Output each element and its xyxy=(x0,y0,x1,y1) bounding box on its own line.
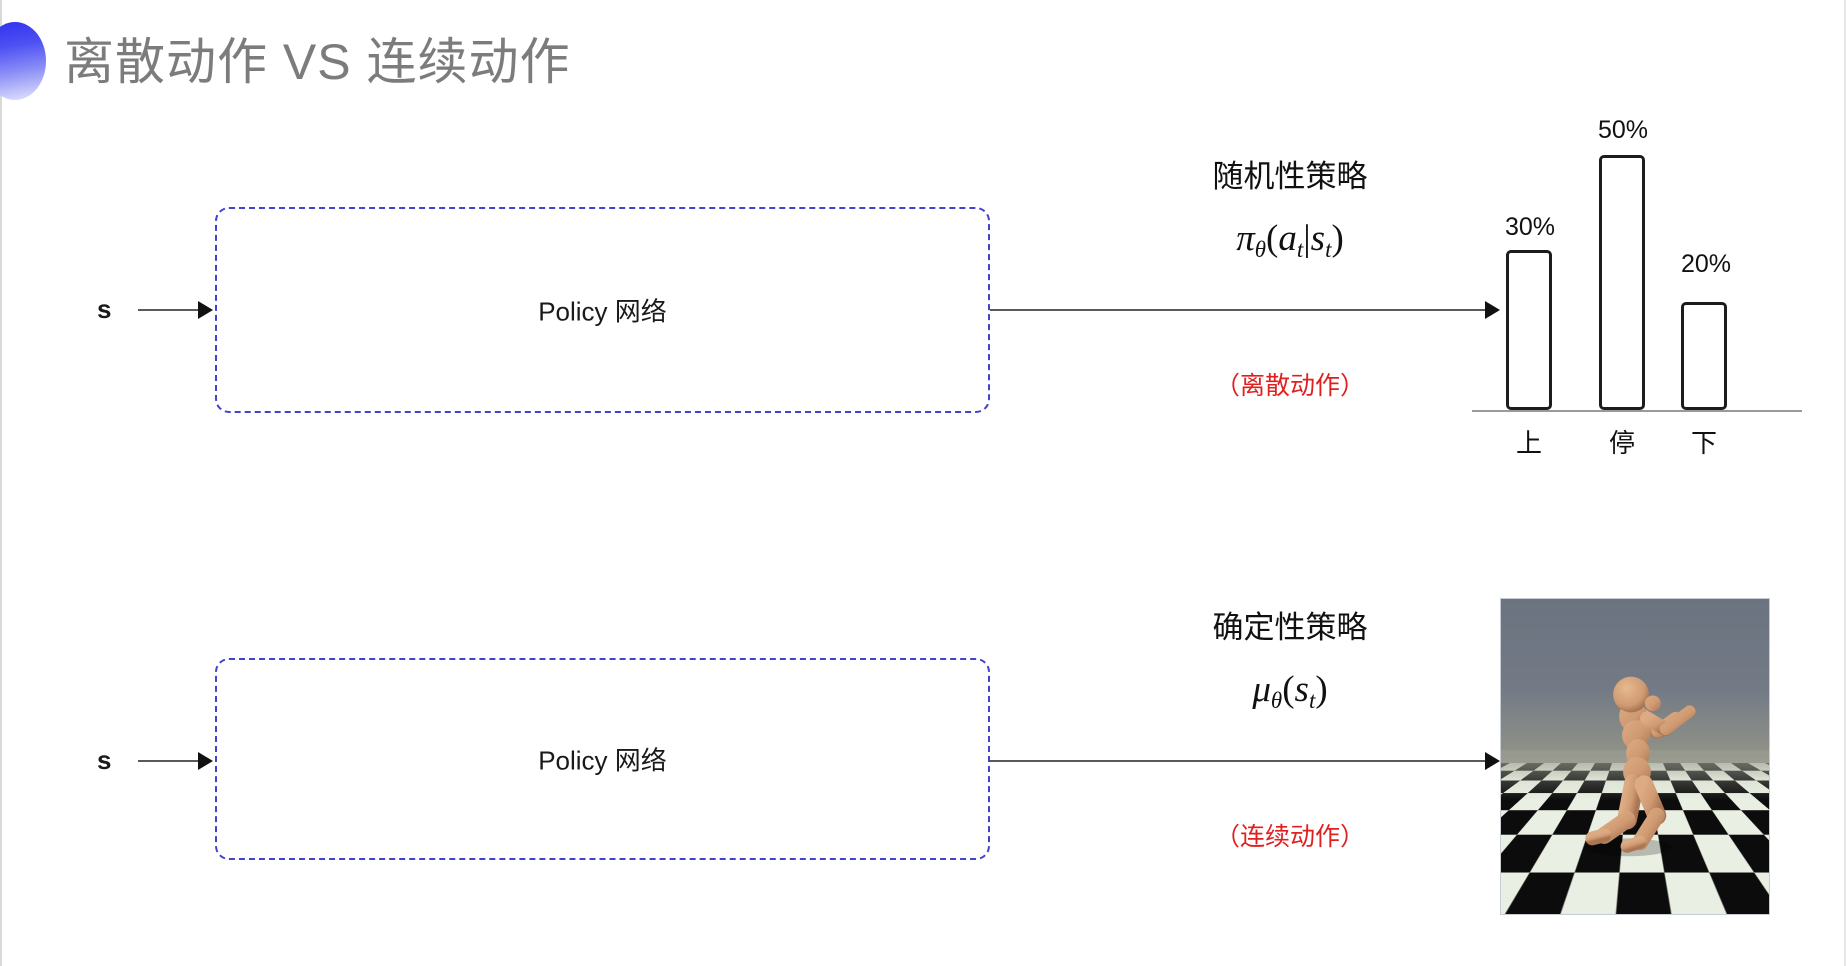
formula-pi-symbol: π xyxy=(1236,218,1255,259)
formula-open-paren: ( xyxy=(1266,218,1279,259)
formula-state-symbol: s xyxy=(1310,218,1326,259)
formula-open-paren: ( xyxy=(1282,669,1295,710)
policy-formula-row1: πθ(at|st) xyxy=(1120,215,1460,274)
action-type-note-row1: （离散动作） xyxy=(1214,372,1365,400)
annotation-block-row2: 确定性策略 μθ(st) xyxy=(1120,608,1460,725)
input-arrow-line-row2 xyxy=(138,760,200,762)
formula-theta-subscript: θ xyxy=(1270,687,1283,713)
policy-network-label-row1: Policy 网络 xyxy=(538,296,667,327)
bar-value-label: 30% xyxy=(1504,213,1556,241)
output-arrow-line-row2 xyxy=(990,760,1487,762)
state-input-label-row2: s xyxy=(97,745,112,775)
page-title: 离散动作 VS 连续动作 xyxy=(64,34,571,90)
bar-category-label: 上 xyxy=(1515,428,1542,458)
formula-state-symbol: s xyxy=(1294,669,1309,710)
formula-theta-subscript: θ xyxy=(1254,236,1267,262)
policy-network-box-row2[interactable]: Policy 网络 xyxy=(215,658,990,860)
input-arrow-head-row2 xyxy=(198,752,213,770)
output-arrow-line-row1 xyxy=(990,309,1487,311)
bar-row xyxy=(1599,155,1645,410)
formula-close-paren: ) xyxy=(1331,218,1344,259)
formula-state-subscript: t xyxy=(1308,687,1316,713)
bar-row xyxy=(1506,250,1552,410)
action-type-note-row2: （连续动作） xyxy=(1214,823,1365,851)
humanoid-figure-icon xyxy=(1584,676,1696,857)
formula-conditional-bar: | xyxy=(1303,218,1311,259)
input-arrow-head-row1 xyxy=(198,301,213,319)
output-arrow-head-row2 xyxy=(1485,752,1500,770)
humanoid-simulation-image xyxy=(1500,598,1770,915)
left-edge-rule xyxy=(0,0,2,966)
bar-value-label: 20% xyxy=(1680,250,1732,278)
policy-network-box-row1[interactable]: Policy 网络 xyxy=(215,207,990,413)
chart-baseline-axis xyxy=(1472,410,1802,412)
input-arrow-line-row1 xyxy=(138,309,200,311)
formula-action-subscript: t xyxy=(1296,236,1304,262)
bar-category-label: 下 xyxy=(1690,428,1717,458)
right-edge-rule xyxy=(1844,0,1846,966)
state-input-label-row1: s xyxy=(97,294,112,324)
policy-network-label-row2: Policy 网络 xyxy=(538,745,667,776)
annotation-block-row1: 随机性策略 πθ(at|st) xyxy=(1120,157,1460,274)
bar-row xyxy=(1681,302,1727,410)
policy-type-label-row1: 随机性策略 xyxy=(1212,159,1368,194)
title-bullet-icon xyxy=(0,22,46,100)
bar-value-label: 50% xyxy=(1597,116,1649,144)
discrete-action-bar-chart: 30% 上 50% 停 20% 下 xyxy=(1472,108,1812,458)
policy-formula-row2: μθ(st) xyxy=(1120,666,1460,725)
formula-action-symbol: a xyxy=(1278,218,1297,259)
formula-state-subscript: t xyxy=(1325,236,1332,262)
bar-category-label: 停 xyxy=(1608,428,1635,458)
policy-type-label-row2: 确定性策略 xyxy=(1212,610,1368,645)
output-arrow-head-row1 xyxy=(1485,301,1500,319)
formula-close-paren: ) xyxy=(1315,669,1328,710)
formula-mu-symbol: μ xyxy=(1252,669,1271,710)
